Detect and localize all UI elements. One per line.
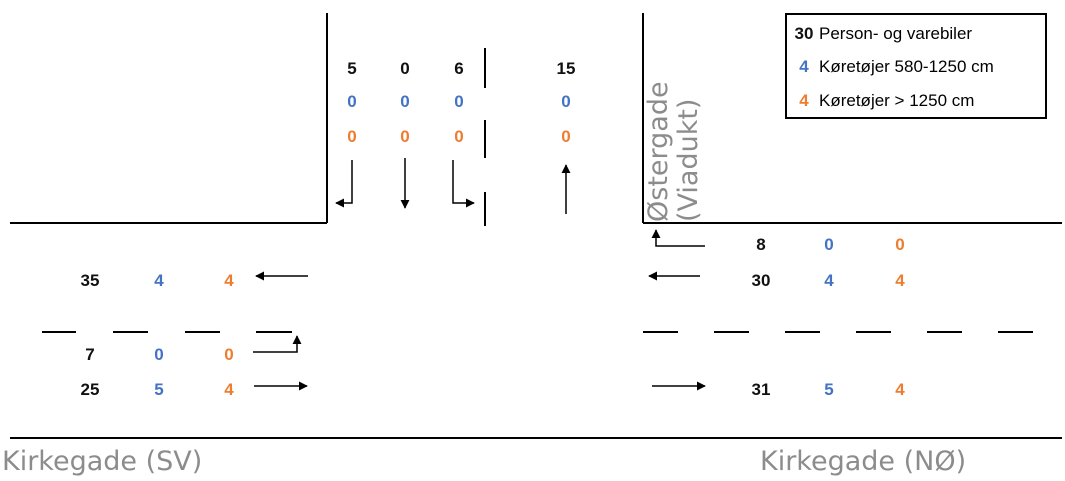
street-label-kirkegade-sv: Kirkegade (SV) (2, 446, 203, 477)
count-east-right-cars: 8 (756, 235, 766, 254)
count-north-through-medium: 0 (400, 92, 410, 111)
legend-row-cars: 30 Person- og varebiler (793, 24, 973, 44)
street-label-ostergade-line2: (Viadukt) (673, 98, 704, 222)
count-north-right-heavy: 0 (347, 127, 357, 146)
count-west-left-heavy: 0 (224, 345, 234, 364)
count-east-through-heavy: 4 (895, 271, 905, 290)
count-north-inbound-cars: 15 (556, 59, 576, 78)
legend-row-medium: 4 Køretøjer 580-1250 cm (793, 57, 994, 77)
count-west-outbound-heavy: 4 (224, 271, 234, 290)
count-east-outbound-medium: 5 (824, 380, 834, 399)
count-east-outbound-heavy: 4 (895, 380, 905, 399)
count-north-inbound-heavy: 0 (561, 127, 571, 146)
count-east-through-medium: 4 (824, 271, 834, 290)
street-label-ostergade-line1: Østergade (643, 81, 674, 222)
arrow-north-right-turn (335, 160, 353, 208)
count-north-left-cars: 6 (454, 59, 464, 78)
count-west-through-medium: 5 (154, 380, 164, 399)
count-north-right-medium: 0 (347, 92, 357, 111)
count-west-through-cars: 25 (80, 380, 100, 399)
count-east-through-cars: 30 (751, 271, 771, 290)
count-north-through-cars: 0 (400, 59, 410, 78)
count-north-right-cars: 5 (347, 59, 357, 78)
count-east-right-medium: 0 (824, 235, 834, 254)
legend-box: 30 Person- og varebiler 4 Køretøjer 580-12… (785, 13, 1047, 119)
arrow-north-left-turn (452, 160, 475, 208)
legend-label-medium: Køretøjer 580-1250 cm (819, 57, 994, 76)
count-west-left-medium: 0 (154, 345, 164, 364)
legend-key-cars: 30 (794, 24, 814, 43)
count-north-left-medium: 0 (454, 92, 464, 111)
legend-key-medium: 4 (799, 57, 809, 76)
legend-row-heavy: 4 Køretøjer > 1250 cm (793, 91, 974, 111)
count-east-outbound-cars: 31 (751, 380, 771, 399)
legend-key-heavy: 4 (799, 91, 809, 110)
count-west-left-cars: 7 (85, 345, 95, 364)
legend-label-heavy: Køretøjer > 1250 cm (819, 91, 975, 110)
street-label-ostergade: Østergade (Viadukt) (643, 81, 704, 222)
arrow-west-left-turn (253, 335, 302, 353)
count-east-right-heavy: 0 (895, 235, 905, 254)
legend-label-cars: Person- og varebiler (819, 24, 973, 43)
count-north-inbound-medium: 0 (561, 92, 571, 111)
count-west-outbound-cars: 35 (80, 271, 100, 290)
arrow-east-right-turn (651, 229, 705, 247)
count-north-through-heavy: 0 (400, 127, 410, 146)
count-west-outbound-medium: 4 (154, 271, 164, 290)
street-label-kirkegade-no: Kirkegade (NØ) (760, 446, 967, 477)
count-west-through-heavy: 4 (224, 380, 234, 399)
count-north-left-heavy: 0 (454, 127, 464, 146)
